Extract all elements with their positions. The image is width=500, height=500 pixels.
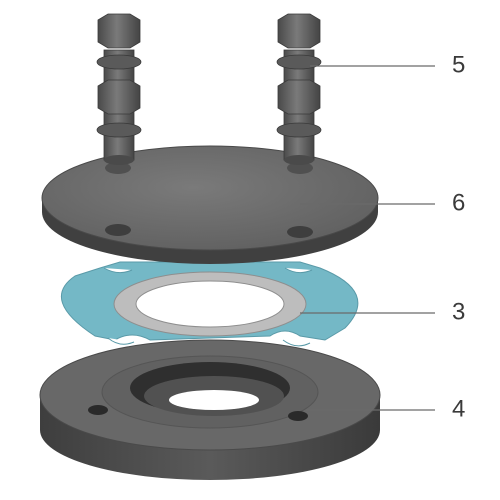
- flange-bolt-hole: [288, 411, 308, 421]
- bolt-left: [96, 13, 142, 165]
- callout-6-label: 6: [452, 189, 465, 216]
- plate-bolt-hole: [105, 162, 131, 174]
- plate-bolt-hole: [287, 162, 313, 174]
- flange-bolt-hole: [88, 405, 108, 415]
- callout-4-label: 4: [452, 395, 465, 422]
- base-flange: [39, 339, 381, 480]
- plate-bolt-hole: [287, 226, 313, 238]
- bolt-right: [276, 13, 322, 165]
- cover-plate: [41, 145, 379, 264]
- callout-5-label: 5: [452, 51, 465, 78]
- callout-3-label: 3: [452, 298, 465, 325]
- gasket: [60, 261, 359, 347]
- plate-bolt-hole: [105, 224, 131, 236]
